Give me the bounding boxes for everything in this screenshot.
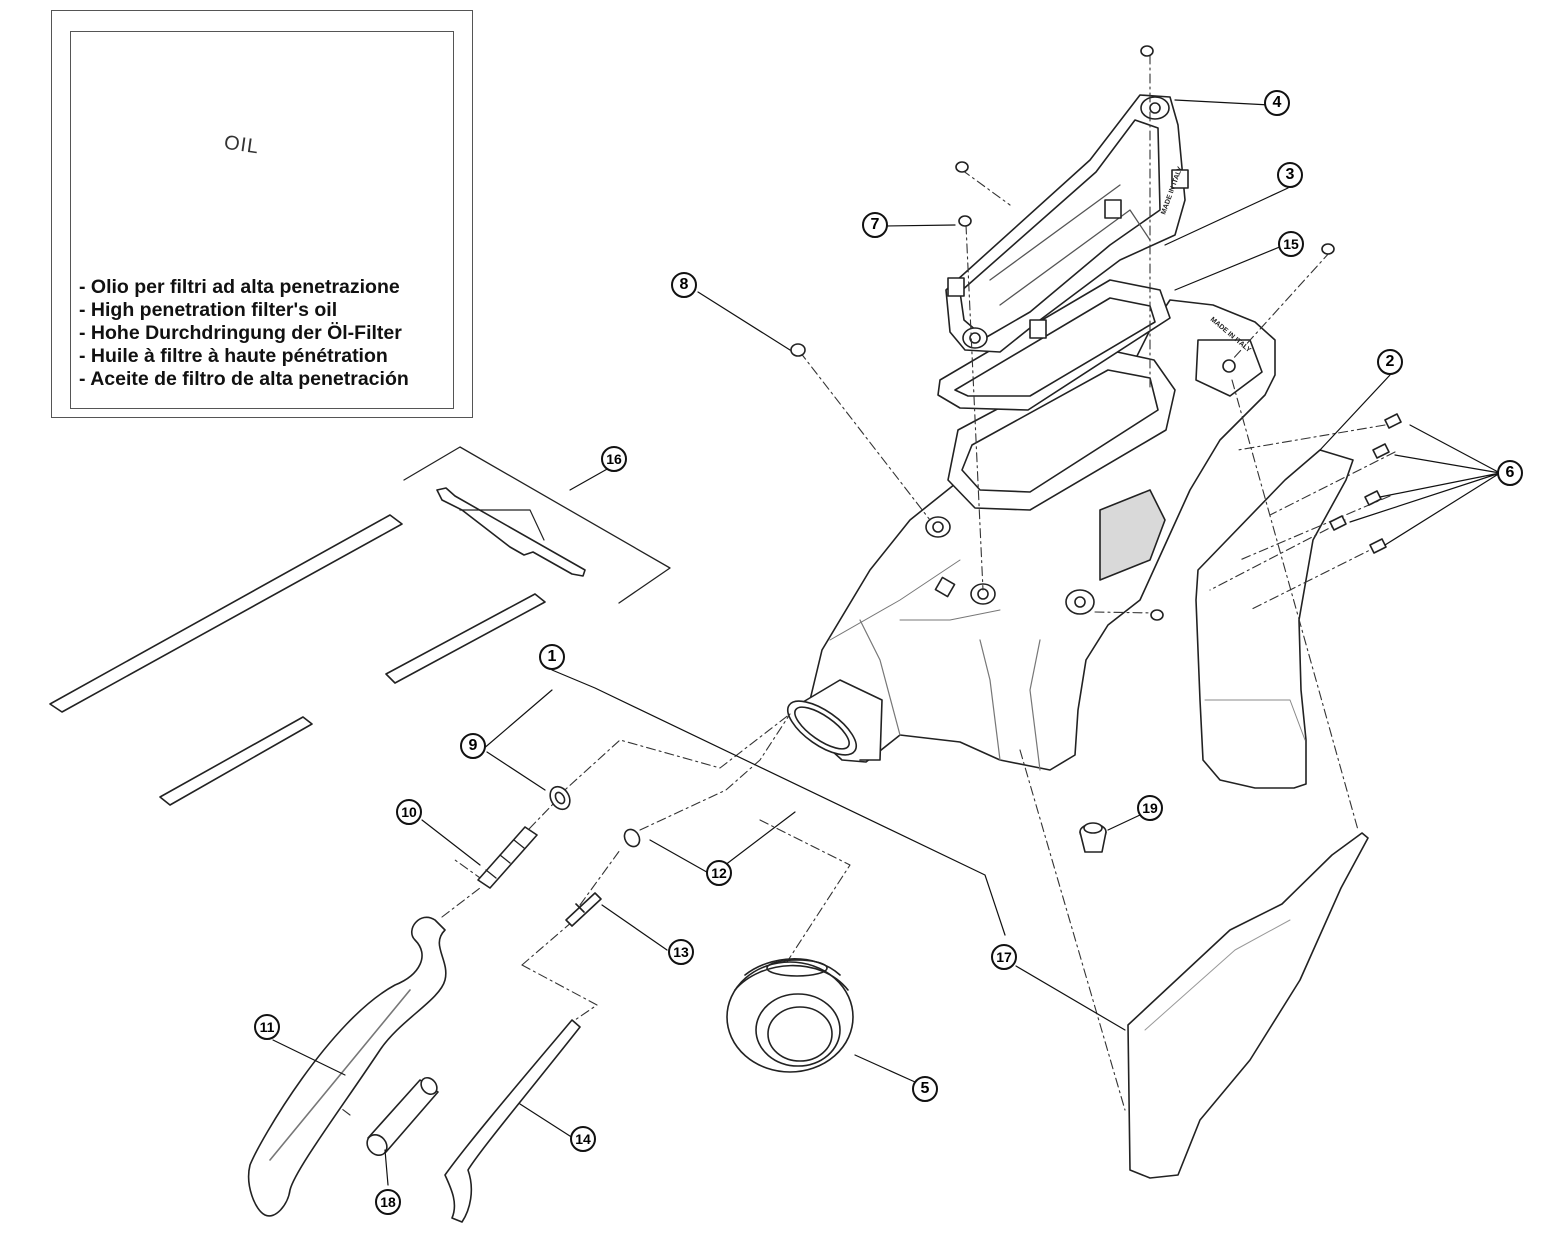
callout-9: 9	[460, 733, 486, 759]
callout-12: 12	[706, 860, 732, 886]
oil-note-line-es: - Aceite de filtro de alta penetración	[79, 368, 409, 390]
oil-note-lines: - Olio per filtri ad alta penetrazione -…	[79, 276, 409, 391]
oil-note-box: OIL - Olio per filtri ad alta penetrazio…	[51, 10, 473, 418]
filter-frames	[937, 94, 1189, 581]
drain-plug	[1079, 822, 1107, 853]
clamps	[549, 785, 641, 848]
callout-18: 18	[375, 1189, 401, 1215]
oil-note-inner-frame: OIL - Olio per filtri ad alta penetrazio…	[70, 31, 454, 409]
screws	[790, 45, 1402, 621]
callout-11: 11	[254, 1014, 280, 1040]
callout-10: 10	[396, 799, 422, 825]
callout-4: 4	[1264, 90, 1290, 116]
adhesive-strips	[49, 446, 671, 806]
callout-15: 15	[1278, 231, 1304, 257]
drain-hose	[444, 1019, 581, 1223]
leader-lines	[272, 99, 1501, 1186]
callout-16: 16	[601, 446, 627, 472]
callout-1: 1	[539, 644, 565, 670]
side-cover	[1127, 832, 1369, 1179]
oil-note-line-de: - Hohe Durchdringung der Öl-Filter	[79, 322, 402, 344]
oil-note-line-en: - High penetration filter's oil	[79, 299, 338, 321]
oil-note-line-fr: - Huile à filtre à haute pénétration	[79, 345, 388, 367]
filter-plate	[1195, 449, 1354, 789]
callout-3: 3	[1277, 162, 1303, 188]
small-fitting	[565, 892, 602, 927]
callout-5: 5	[912, 1076, 938, 1102]
callout-7: 7	[862, 212, 888, 238]
callout-17: 17	[991, 944, 1017, 970]
breather-hose	[247, 916, 447, 1217]
inline-filter	[366, 1076, 439, 1157]
intake-boot	[726, 958, 854, 1073]
callout-6: 6	[1497, 460, 1523, 486]
callout-8: 8	[671, 272, 697, 298]
callout-14: 14	[570, 1126, 596, 1152]
oil-note-line-it: - Olio per filtri ad alta penetrazione	[79, 276, 400, 298]
assembly-lines	[329, 54, 1396, 1116]
callout-13: 13	[668, 939, 694, 965]
callout-19: 19	[1137, 795, 1163, 821]
tee-fitting	[477, 826, 538, 889]
oil-can-label: OIL	[222, 131, 261, 159]
callout-2: 2	[1377, 349, 1403, 375]
